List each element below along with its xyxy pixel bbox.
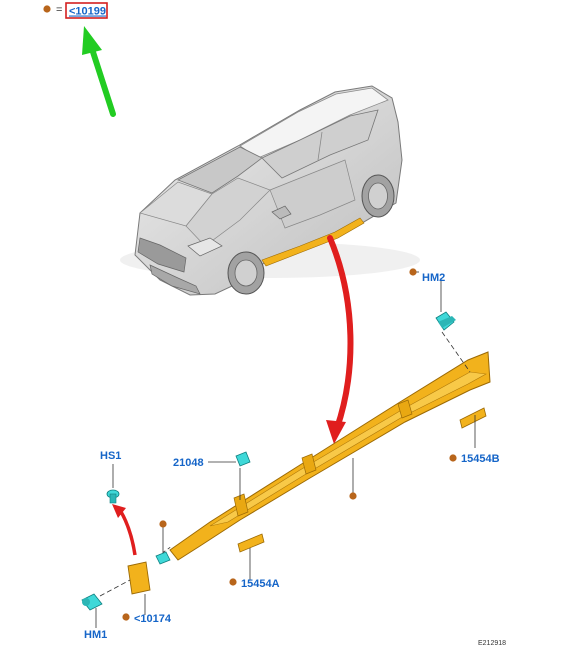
marker-dot	[349, 492, 357, 500]
label-10174[interactable]: <10174	[134, 613, 172, 625]
rocker-panel	[127, 351, 491, 595]
car-icon	[120, 85, 420, 296]
marker-dot	[229, 578, 237, 586]
label-hs1[interactable]: HS1	[100, 450, 121, 462]
marker-dot	[409, 268, 417, 276]
hm2-clip-icon	[435, 311, 456, 331]
leader-lines	[95, 271, 476, 628]
legend: = <10199	[43, 2, 108, 19]
21048-clip-icon	[235, 451, 251, 467]
legend-code-box[interactable]	[65, 2, 108, 19]
hm1-clip-icon	[81, 593, 103, 611]
hs1-screw-icon	[106, 489, 120, 504]
label-15454b[interactable]: 15454B	[461, 453, 500, 465]
reference-number: E212918	[478, 640, 506, 647]
marker-dot	[122, 613, 130, 621]
legend-code[interactable]: <10199	[69, 6, 106, 18]
marker-dot	[449, 454, 457, 462]
legend-marker-dot	[43, 5, 51, 13]
marker-dot	[159, 520, 167, 528]
red-arrow-main	[326, 235, 354, 444]
markers	[122, 268, 457, 621]
label-hm2[interactable]: HM2	[422, 272, 445, 284]
small-clip-icon	[155, 551, 171, 565]
legend-equals: =	[56, 4, 62, 16]
label-15454a[interactable]: 15454A	[241, 578, 280, 590]
green-arrow	[82, 26, 116, 117]
red-arrow-hs1	[112, 504, 137, 556]
label-21048[interactable]: 21048	[173, 457, 204, 469]
label-hm1[interactable]: HM1	[84, 629, 107, 641]
